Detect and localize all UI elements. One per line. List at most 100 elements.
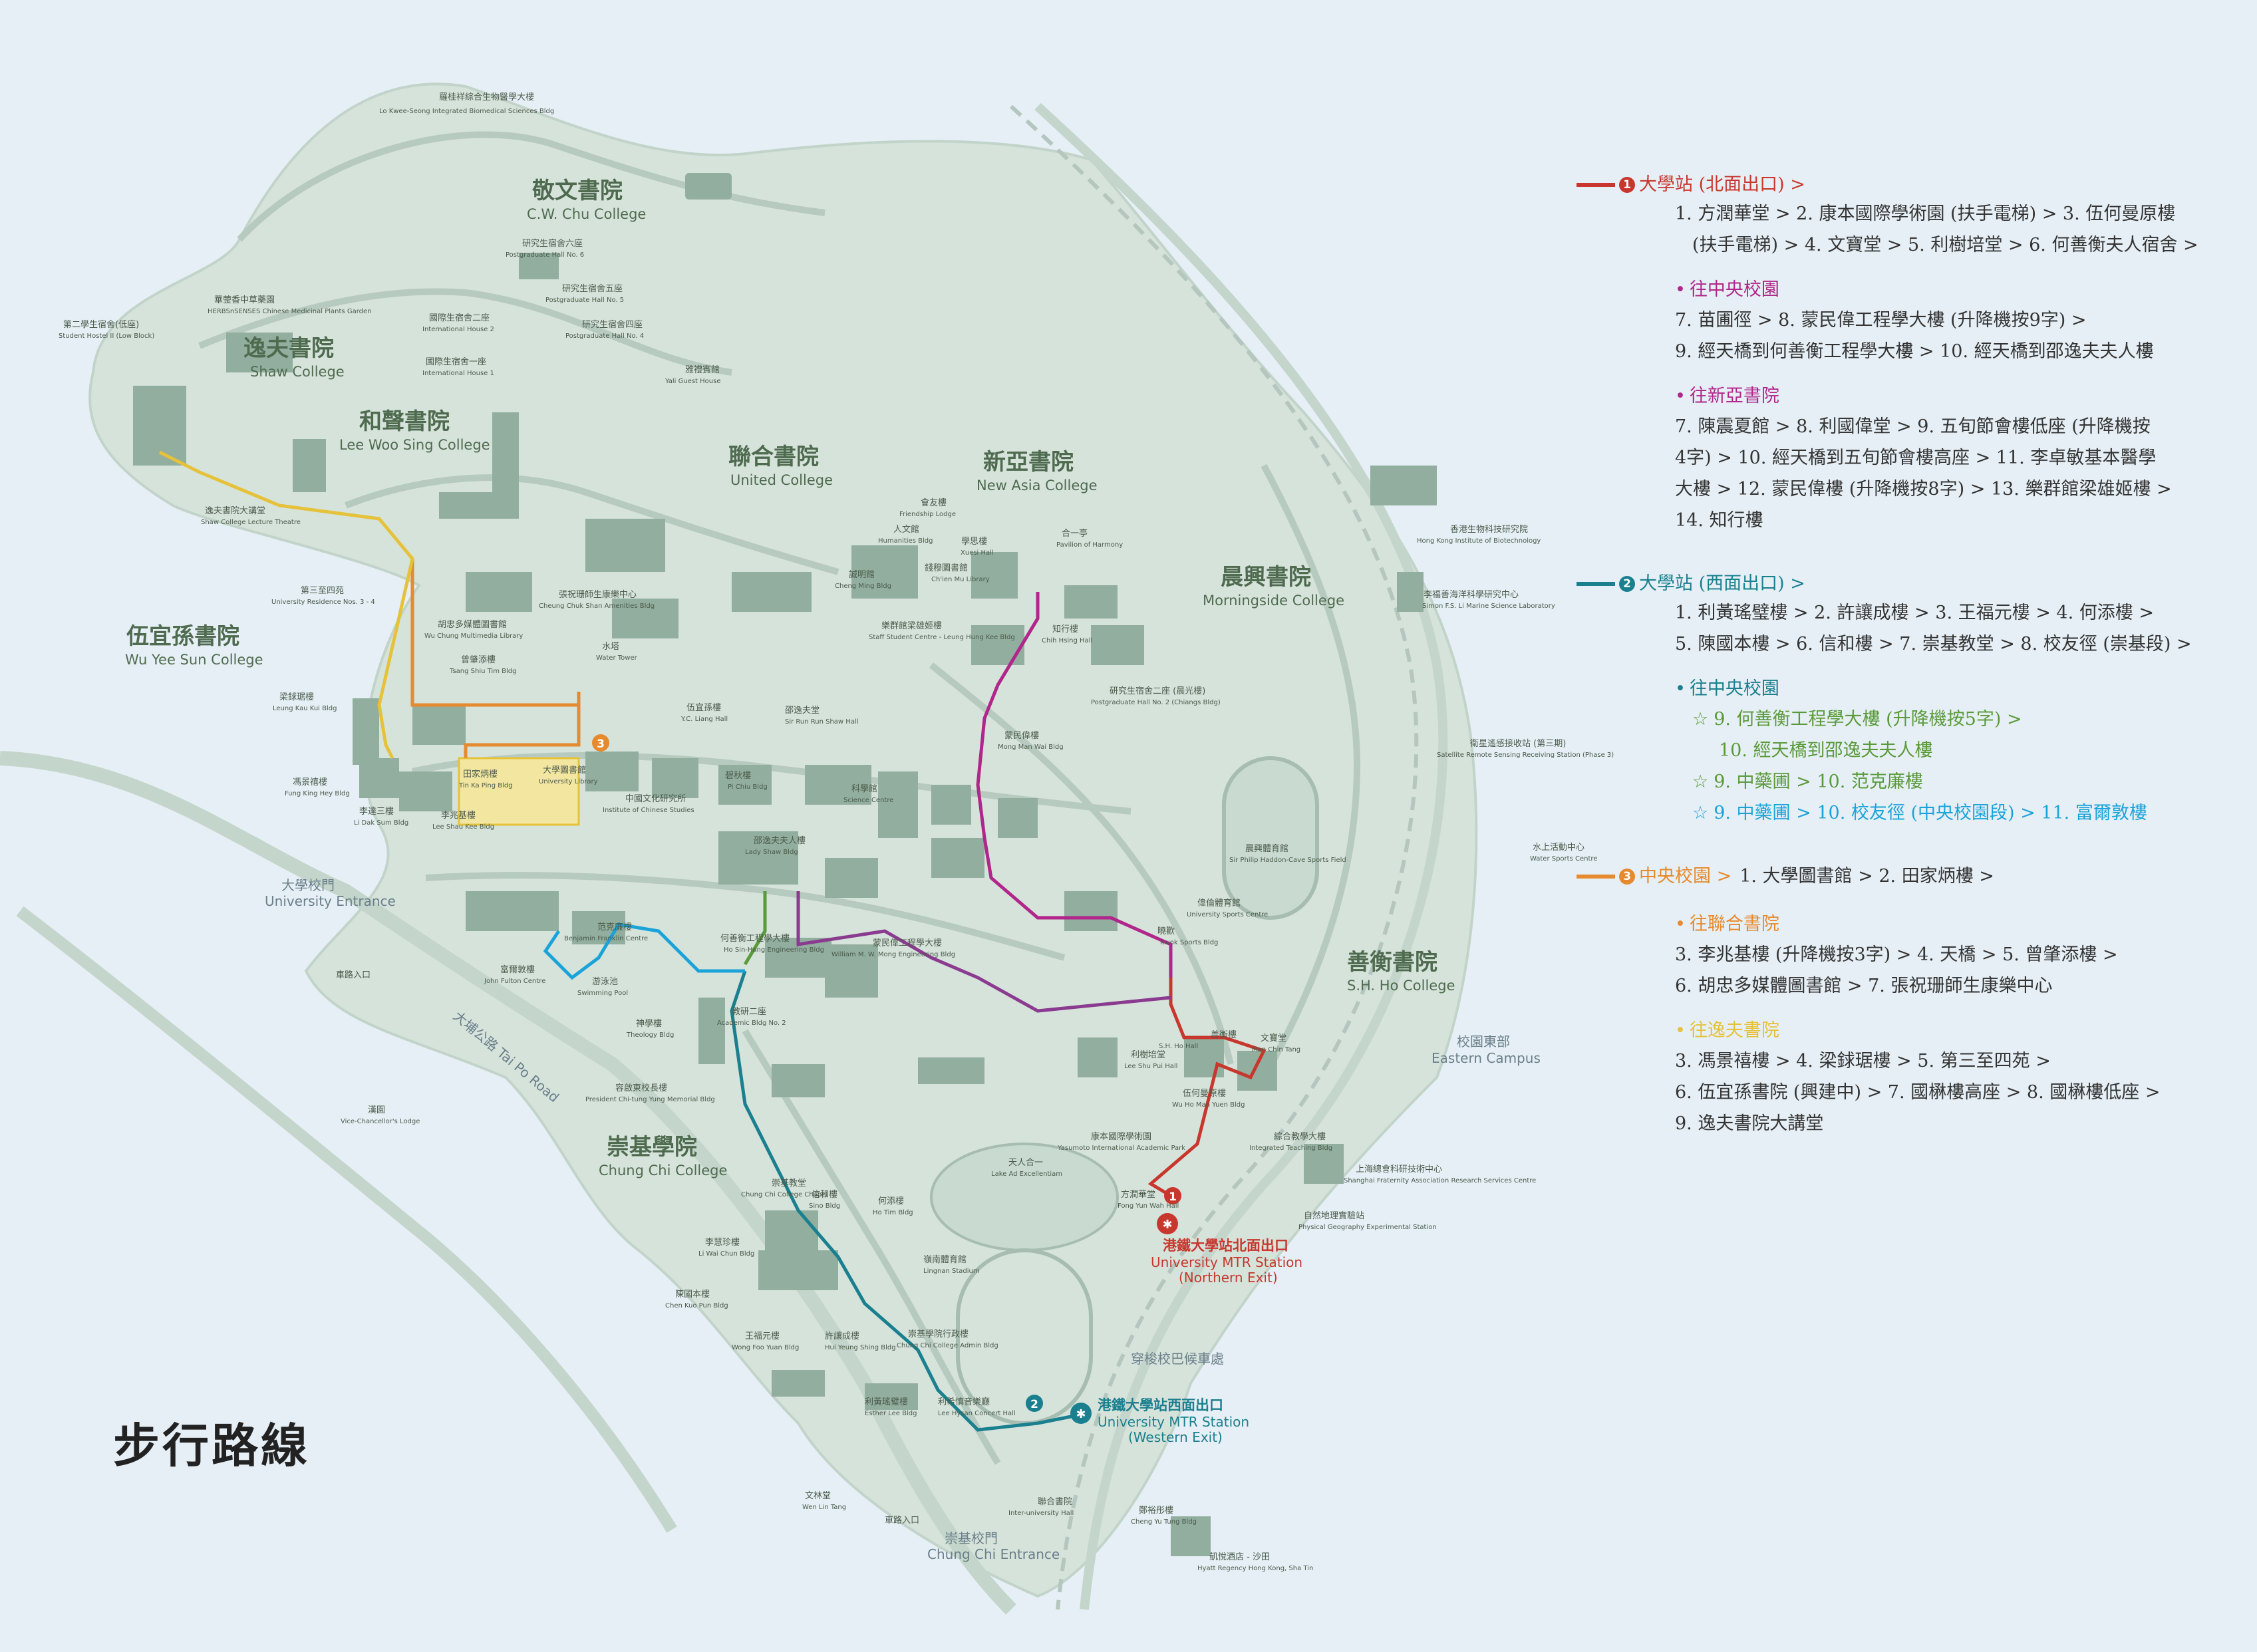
bldg-label[interactable]: 李福善海洋科學研究中心 xyxy=(1424,589,1519,600)
bldg-label[interactable]: 錢穆圖書館 xyxy=(925,563,968,573)
bldg-label[interactable]: 雅禮賓館 xyxy=(685,364,720,375)
bldg-label[interactable]: 李達三樓 xyxy=(359,807,394,817)
bldg-label[interactable]: 王福元樓 xyxy=(745,1331,780,1341)
area-university-entrance[interactable]: 大學校門 xyxy=(281,877,335,893)
area-eastern-campus[interactable]: 校園東部 xyxy=(1457,1033,1510,1049)
route-2-section[interactable]: 2 大學站 (西面出口) > 1. 利黃瑤璧樓 > 2. 許讓成樓 > 3. 王… xyxy=(1577,571,2242,829)
bldg-label[interactable]: 田家炳樓 xyxy=(463,769,498,779)
college-shaw[interactable]: 逸夫書院 xyxy=(243,335,334,362)
bldg-label[interactable]: 范克廉樓 xyxy=(597,922,632,932)
bldg-label[interactable]: 教研二座 xyxy=(732,1006,766,1017)
bldg-label[interactable]: 衛星遙感接收站 (第三期) xyxy=(1470,738,1566,749)
bldg-label[interactable]: 曾肇添樓 xyxy=(461,655,496,665)
bldg-label[interactable]: 鄭裕彤樓 xyxy=(1139,1506,1173,1516)
bldg-label[interactable]: 第三至四苑 xyxy=(301,586,344,596)
bldg-label[interactable]: 蒙民偉樓 xyxy=(1004,731,1039,741)
bldg-label[interactable]: 利樹培堂 xyxy=(1131,1049,1165,1060)
mtr-west-exit-icon[interactable]: ✱ xyxy=(1070,1403,1092,1424)
bldg-label[interactable]: 華蓥香中草藥園 xyxy=(214,295,275,305)
bldg-label[interactable]: 何善衡工程學大樓 xyxy=(720,933,790,944)
bldg-label[interactable]: 研究生宿舍二座 (晨光樓) xyxy=(1110,686,1205,696)
bldg-label[interactable]: 綜合教學大樓 xyxy=(1274,1131,1326,1142)
bldg-label[interactable]: 凱悅酒店 - 沙田 xyxy=(1209,1552,1270,1562)
bldg-label[interactable]: 科學館 xyxy=(851,784,877,794)
bldg-label[interactable]: 利黃瑤璧樓 xyxy=(865,1397,908,1407)
station-west-exit-label[interactable]: 港鐵大學站西面出口 xyxy=(1098,1397,1223,1413)
bldg-label[interactable]: 方潤華堂 xyxy=(1121,1189,1155,1200)
bldg-label[interactable]: 國際生宿舍一座 xyxy=(426,356,486,367)
college-lee-woo-sing[interactable]: 和聲書院 xyxy=(359,408,450,435)
bldg-label[interactable]: 知行樓 xyxy=(1052,624,1078,634)
bldg-label[interactable]: 李兆基樓 xyxy=(441,811,476,821)
bldg-label[interactable]: 善衡樓 xyxy=(1211,1030,1237,1040)
bldg-label[interactable]: 神學樓 xyxy=(636,1019,662,1029)
bldg-label[interactable]: 梁銶琚樓 xyxy=(279,692,314,702)
bldg-label[interactable]: 學思樓 xyxy=(961,537,987,547)
route-1-section[interactable]: 1 大學站 (北面出口) > 1. 方潤華堂 > 2. 康本國際學術園 (扶手電… xyxy=(1577,172,2242,536)
bldg-label[interactable]: 邵逸夫夫人樓 xyxy=(754,836,806,846)
bldg-label[interactable]: 上海總會科研技術中心 xyxy=(1356,1164,1442,1174)
bldg-label[interactable]: 伍宜孫樓 xyxy=(686,703,721,713)
bldg-label[interactable]: 人文館 xyxy=(893,525,919,535)
bldg-label[interactable]: 曉歡 xyxy=(1157,926,1175,936)
route-1-title: 大學站 (北面出口) > xyxy=(1639,174,1805,195)
bldg-label[interactable]: 胡忠多媒體圖書館 xyxy=(438,619,507,630)
bldg-label[interactable]: 天人合一 xyxy=(1008,1158,1043,1168)
bldg-label[interactable]: 合一亭 xyxy=(1062,528,1088,539)
bldg-label[interactable]: 崇基教堂 xyxy=(772,1178,806,1188)
bldg-label[interactable]: 富爾敦樓 xyxy=(500,964,535,975)
bldg-label[interactable]: 伍何曼原樓 xyxy=(1183,1088,1226,1099)
college-wu-yee-sun[interactable]: 伍宜孫書院 xyxy=(126,623,239,650)
bldg-label[interactable]: 文林堂 xyxy=(805,1491,831,1501)
bldg-label[interactable]: 羅桂祥綜合生物醫學大樓 xyxy=(439,92,534,102)
bldg-label[interactable]: 自然地理實驗站 xyxy=(1304,1210,1364,1221)
bldg-label[interactable]: 研究生宿舍五座 xyxy=(562,283,623,294)
college-united[interactable]: 聯合書院 xyxy=(728,444,819,470)
bldg-label[interactable]: 李慧珍樓 xyxy=(705,1237,740,1248)
bldg-label[interactable]: 誠明館 xyxy=(849,570,875,580)
college-morningside[interactable]: 晨興書院 xyxy=(1221,564,1311,591)
bldg-label[interactable]: 中國文化研究所 xyxy=(625,794,686,804)
bldg-label[interactable]: 碧秋樓 xyxy=(725,771,751,781)
campus-map[interactable]: 1 2 3 ✱ ✱ 敬文書院 C.W. Chu College 逸夫書院 Sha… xyxy=(0,0,1614,1652)
bldg-label[interactable]: 第二學生宿舍(低座) xyxy=(63,319,139,330)
area-chung-chi-entrance[interactable]: 崇基校門 xyxy=(945,1530,998,1546)
bldg-label[interactable]: 利希慎音樂廳 xyxy=(938,1397,990,1407)
star-icon: ☆ xyxy=(1692,771,1709,792)
bldg-label[interactable]: 樂群館梁雄姬樓 xyxy=(881,620,942,631)
bldg-label[interactable]: 漢園 xyxy=(368,1105,385,1115)
route-3-section[interactable]: 3 中央校園 > 1. 大學圖書館 > 2. 田家炳樓 > •往聯合書院 3. … xyxy=(1577,863,2242,1139)
bldg-label[interactable]: 研究生宿舍六座 xyxy=(522,238,583,249)
bldg-label[interactable]: 研究生宿舍四座 xyxy=(582,319,643,330)
bldg-label[interactable]: 何添樓 xyxy=(878,1196,904,1206)
bldg-label[interactable]: 馮景禧樓 xyxy=(293,777,327,787)
bldg-label[interactable]: 容啟東校長樓 xyxy=(615,1083,667,1093)
bldg-label[interactable]: 逸夫書院大講堂 xyxy=(205,505,265,516)
bldg-label[interactable]: 水上活動中心 xyxy=(1533,843,1584,853)
bldg-label[interactable]: 張祝珊師生康樂中心 xyxy=(559,589,637,600)
college-cw-chu[interactable]: 敬文書院 xyxy=(531,178,623,204)
college-new-asia[interactable]: 新亞書院 xyxy=(983,449,1074,476)
bldg-label[interactable]: 嶺南體育館 xyxy=(923,1254,967,1265)
bldg-label[interactable]: 晨興體育館 xyxy=(1245,843,1288,854)
bldg-label[interactable]: 香港生物科技研究院 xyxy=(1450,525,1528,535)
bldg-label[interactable]: 許讓成樓 xyxy=(825,1331,859,1341)
bldg-label[interactable]: 游泳池 xyxy=(592,977,618,987)
bldg-label[interactable]: 水塔 xyxy=(602,642,619,652)
bldg-label[interactable]: 會友樓 xyxy=(921,497,947,508)
bldg-label[interactable]: 大學圖書館 xyxy=(543,765,586,775)
bldg-label[interactable]: 蒙民偉工程學大樓 xyxy=(873,938,942,948)
college-sh-ho[interactable]: 善衡書院 xyxy=(1347,949,1437,976)
bldg-label[interactable]: 崇基學院行政樓 xyxy=(908,1329,969,1339)
bldg-label[interactable]: 康本國際學術園 xyxy=(1091,1131,1151,1142)
bldg-label[interactable]: 偉倫體育館 xyxy=(1197,898,1241,908)
bldg-label[interactable]: 文寶堂 xyxy=(1261,1033,1286,1043)
bldg-label[interactable]: 陳國本樓 xyxy=(675,1290,710,1300)
bldg-label[interactable]: 國際生宿舍二座 xyxy=(429,313,490,323)
bldg-label[interactable]: 邵逸夫堂 xyxy=(785,706,820,716)
mtr-north-exit-icon[interactable]: ✱ xyxy=(1157,1213,1178,1234)
station-north-exit-label[interactable]: 港鐵大學站北面出口 xyxy=(1163,1238,1288,1254)
bldg-label[interactable]: 信和樓 xyxy=(812,1190,837,1200)
bldg-label[interactable]: 聯合書院 xyxy=(1038,1497,1072,1507)
college-chung-chi[interactable]: 崇基學院 xyxy=(607,1134,697,1161)
